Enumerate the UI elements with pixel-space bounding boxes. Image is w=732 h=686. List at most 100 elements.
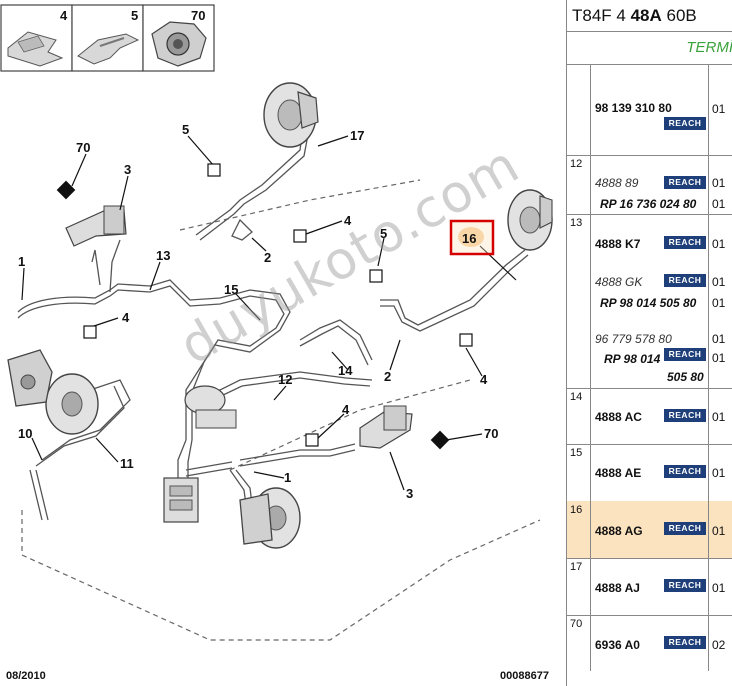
callout-70-bottom[interactable]: 70 [484,426,498,441]
reach-badge: REACH [664,117,706,130]
part-qty: 01 [712,102,726,116]
callout-11[interactable]: 11 [120,456,134,471]
reach-badge: REACH [664,465,706,478]
callout-5-top[interactable]: 5 [182,122,189,137]
reach-badge: REACH [664,274,706,287]
callout-2-right[interactable]: 2 [384,369,391,384]
parts-row-14[interactable]: 14 4888 AC REACH 01 [567,388,732,445]
brake-pipe-diagram: 4 5 70 [0,4,553,682]
rear-right-disc[interactable] [507,189,553,251]
thumb-label-5: 5 [131,8,138,23]
qty-column [708,155,732,214]
part-number: 98 139 310 80 [595,101,672,115]
header-prefix: T84F 4 [572,6,631,25]
qty-column [708,615,732,671]
part-sub-4a: RP 98 014 [604,352,661,366]
part-qty: 01 [712,237,726,251]
panel-subheader: TERMİ [567,32,732,65]
row-index: 17 [567,558,591,615]
panel-header: T84F 4 48A 60B [567,0,732,32]
thumbnail-part-70[interactable] [142,4,215,72]
reach-badge: REACH [664,579,706,592]
parts-row-top[interactable]: 98 139 310 80 REACH 01 [567,65,732,156]
qty-column [708,65,732,155]
part-number: 4888 AE [595,466,642,480]
parts-row-17[interactable]: 17 4888 AJ REACH 01 [567,558,732,616]
part-qty-2: 01 [712,296,726,310]
part-sub-3: 96 779 578 80 [595,332,672,346]
callout-1-left[interactable]: 1 [18,254,25,269]
leader-lines [21,135,517,491]
callout-4-right[interactable]: 4 [480,372,488,387]
part-qty: 01 [712,581,726,595]
row-index: 15 [567,444,591,501]
part-qty: 01 [712,410,726,424]
callout-1-bottom[interactable]: 1 [284,470,291,485]
callout-70-top[interactable]: 70 [76,140,90,155]
part-number: 4888 AJ [595,581,640,595]
callout-10[interactable]: 10 [18,426,32,441]
callout-4-top[interactable]: 4 [344,213,352,228]
header-suffix: 60B [661,6,697,25]
part-qty: 01 [712,524,726,538]
bracket-right[interactable] [359,405,413,449]
part-sub-4b: 505 80 [667,370,704,384]
part-qty-4: 01 [712,351,726,365]
master-cylinder[interactable] [184,385,237,429]
reach-badge: REACH [664,522,706,535]
part-qty-3: 01 [712,332,726,346]
callout-3-top[interactable]: 3 [124,162,131,177]
row-index: 12 [567,155,591,214]
front-right-disc[interactable] [263,82,319,148]
part-number: 4888 AG [595,524,643,538]
part-qty-2: 01 [712,197,726,211]
part-number: 6936 A0 [595,638,640,652]
callout-16[interactable]: 16 [462,231,476,246]
row-index: 70 [567,615,591,671]
callout-14[interactable]: 14 [338,363,353,378]
bracket-left[interactable] [65,205,127,247]
part-number: 4888 AC [595,410,642,424]
parts-row-13[interactable]: 13 4888 K7 REACH 4888 GK REACH RP 98 014… [567,214,732,389]
qty-column [708,388,732,444]
parts-row-12[interactable]: 12 4888 89 REACH RP 16 736 024 80 01 01 [567,155,732,215]
diagram-svg: 4 5 70 [0,4,553,641]
callout-4-left[interactable]: 4 [122,310,130,325]
callout-13[interactable]: 13 [156,248,170,263]
callout-17[interactable]: 17 [350,128,364,143]
part-qty: 01 [712,466,726,480]
thumbnail-part-4[interactable] [0,4,73,72]
rear-left-disc[interactable] [239,487,301,549]
row-index: 13 [567,214,591,388]
row-index: 16 [567,501,591,558]
part-sub-1: 4888 GK [595,275,643,289]
part-qty: 02 [712,638,726,652]
part-sub-2: RP 16 736 024 80 [600,197,697,211]
reach-badge: REACH [664,176,706,189]
callout-3-bottom[interactable]: 3 [406,486,413,501]
reach-badge: REACH [664,348,706,361]
diagram-date: 08/2010 [6,670,46,682]
reach-badge: REACH [664,636,706,649]
part-sub-1: 4888 89 [595,176,639,190]
front-left-disc[interactable] [7,349,99,435]
callout-4-bottom[interactable]: 4 [342,402,350,417]
part-qty-1: 01 [712,176,726,190]
parts-list-panel: T84F 4 48A 60B TERMİ 98 139 310 80 REACH… [566,0,732,686]
qty-column [708,558,732,615]
callout-5-right[interactable]: 5 [380,226,387,241]
callout-12[interactable]: 12 [278,372,292,387]
row-index [567,65,591,155]
callout-15[interactable]: 15 [224,282,238,297]
callout-2-top[interactable]: 2 [264,250,271,265]
part-qty-1: 01 [712,275,726,289]
parts-row-70[interactable]: 70 6936 A0 REACH 02 [567,615,732,671]
parts-row-16[interactable]: 16 4888 AG REACH 01 [567,501,732,559]
thumb-label-70: 70 [191,8,205,23]
header-bold: 48A [630,6,662,25]
vehicle-outline [21,179,541,641]
row-index: 14 [567,388,591,444]
part-number: 4888 K7 [595,237,641,251]
parts-row-15[interactable]: 15 4888 AE REACH 01 [567,444,732,502]
abs-module[interactable] [163,477,199,523]
